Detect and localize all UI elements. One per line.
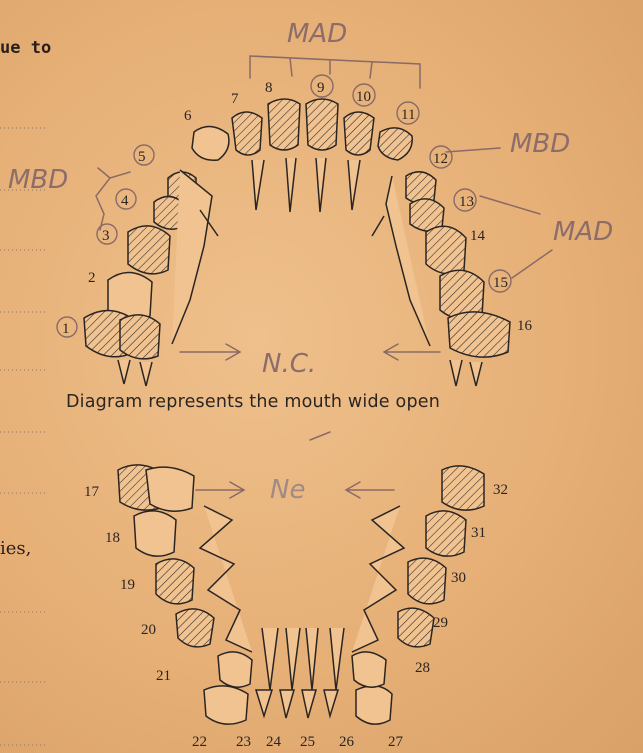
tooth-number: 31 <box>471 525 486 541</box>
tooth-number: 23 <box>236 734 251 750</box>
tooth-17b <box>146 467 194 511</box>
tooth-right-roots <box>450 360 482 386</box>
tooth-roots-upper <box>252 158 360 212</box>
tooth-30 <box>408 558 446 604</box>
tooth-28 <box>352 652 386 687</box>
tooth-number: 2 <box>88 270 96 286</box>
annotation-nc-upper: N.C. <box>262 349 316 379</box>
tooth-27 <box>356 686 392 724</box>
upper-arch <box>84 99 510 386</box>
tooth-number: 16 <box>517 318 533 334</box>
tooth-number: 15 <box>493 275 508 291</box>
tooth-number: 8 <box>265 80 273 96</box>
diagram-caption: Diagram represents the mouth wide open <box>66 392 440 412</box>
tooth-22 <box>204 686 248 724</box>
tooth-20 <box>176 609 214 647</box>
tooth-number: 19 <box>120 577 135 593</box>
tooth-number: 32 <box>493 482 508 498</box>
tooth-10 <box>344 112 374 155</box>
tooth-19 <box>156 559 194 604</box>
tooth-number: 20 <box>141 622 156 638</box>
tooth-number: 14 <box>470 228 486 244</box>
tooth-left-inner <box>172 170 218 344</box>
tooth-9 <box>306 99 338 150</box>
tooth-number: 12 <box>433 151 448 167</box>
tooth-16 <box>448 312 510 357</box>
tooth-number: 24 <box>266 734 282 750</box>
tooth-3 <box>128 226 170 274</box>
tooth-29 <box>398 608 434 647</box>
tooth-14 <box>426 226 466 274</box>
form-dotted-lines <box>0 128 45 745</box>
tooth-number: 5 <box>138 149 146 165</box>
annotation-mad-right: MAD <box>553 217 613 247</box>
tooth-number: 17 <box>84 484 100 500</box>
tooth-1b <box>120 315 160 359</box>
tooth-number: 18 <box>105 530 120 546</box>
tooth-number: 1 <box>62 321 70 337</box>
tooth-number: 13 <box>459 194 474 210</box>
tooth-number: 28 <box>415 660 430 676</box>
tooth-lower-incisors <box>262 628 344 690</box>
tooth-6 <box>192 126 229 160</box>
tooth-23-26 <box>256 690 338 718</box>
annotation-mad-top: MAD <box>287 19 347 49</box>
annotation-nc-lower: Ne <box>270 475 305 505</box>
tooth-number: 9 <box>317 80 325 96</box>
tooth-number: 10 <box>356 89 371 105</box>
tooth-8 <box>268 99 300 150</box>
tooth-number: 21 <box>156 668 171 684</box>
tooth-number: 30 <box>451 570 466 586</box>
tooth-left-roots <box>118 360 152 386</box>
annotation-mbd-left: MBD <box>8 165 68 195</box>
tooth-number: 26 <box>339 734 355 750</box>
handwritten-annotations: MAD MBD MBD MAD N.C. Ne <box>8 19 613 505</box>
tooth-number: 7 <box>231 91 239 107</box>
tooth-31 <box>426 511 466 556</box>
tooth-number: 6 <box>184 108 192 124</box>
tooth-number: 11 <box>401 107 415 123</box>
tooth-number: 29 <box>433 615 448 631</box>
tooth-number: 3 <box>102 228 110 244</box>
tooth-number: 22 <box>192 734 207 750</box>
tooth-18 <box>134 511 176 556</box>
tooth-32 <box>442 466 484 510</box>
tooth-lower-inner <box>200 506 404 652</box>
tooth-number: 4 <box>121 193 129 209</box>
tooth-7 <box>232 112 262 155</box>
tooth-21 <box>218 652 252 687</box>
tooth-number: 25 <box>300 734 315 750</box>
annotation-mbd-right: MBD <box>510 129 570 159</box>
tooth-11 <box>378 128 412 160</box>
tooth-number: 27 <box>388 734 404 750</box>
